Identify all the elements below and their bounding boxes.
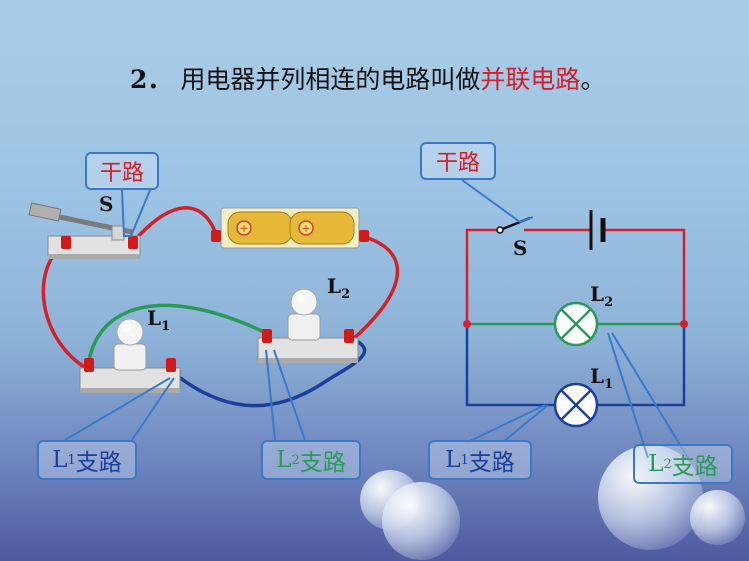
lamp-l1: [79, 318, 181, 393]
junction-left: [463, 320, 471, 328]
title-end: 。: [580, 65, 606, 94]
title-highlight: 并联电路: [480, 65, 581, 94]
page-title: 2．用电器并列相连的电路叫做并联电路。: [130, 60, 605, 96]
l1-branch-text: 支路: [75, 450, 122, 476]
switch-label-right-text: S: [513, 236, 528, 260]
schematic: [465, 210, 686, 407]
lamp-label-l2-left-sub: 2: [341, 287, 351, 302]
title-text: 用电器并列相连的电路叫做: [180, 65, 481, 94]
lamp-label-l1-right: L1: [590, 364, 613, 392]
lamp-l2: [257, 288, 359, 363]
lamp-label-l2-right: L2: [590, 282, 613, 310]
trunk-wire-switch-l1: [41, 240, 87, 370]
right-callout-lines: [461, 179, 689, 459]
l2-branch-text-right: 支路: [671, 454, 718, 480]
l2-letter-right: L: [648, 451, 664, 477]
switch-label-left: S: [99, 192, 113, 216]
trunk-wire-battery-l2: [350, 235, 400, 342]
l1-letter-right: L: [445, 447, 461, 473]
lamp-label-l2-right-sub: 2: [604, 295, 614, 310]
switch-label-left-text: S: [99, 192, 114, 216]
lamp-label-l1-right-letter: L: [590, 364, 605, 388]
l1-letter: L: [52, 447, 68, 473]
l2-sub-right: 2: [663, 456, 672, 472]
lamp-label-l1-left: L1: [147, 306, 170, 334]
callout-trunk-right: 干路: [420, 142, 496, 180]
lamp-label-l1-left-sub: 1: [161, 319, 171, 334]
l2-branch-wire: [86, 303, 271, 369]
background-bubble: [382, 482, 460, 560]
lamp-symbol-l1: [553, 382, 599, 428]
l2-letter: L: [276, 447, 292, 473]
lamp-label-l1-left-letter: L: [147, 306, 162, 330]
background-bubble: [598, 445, 703, 550]
l1-branch-wire: [168, 336, 367, 408]
svg-text:+: +: [301, 222, 310, 235]
l1-branch-text-right: 支路: [468, 450, 515, 476]
callout-trunk-left: 干路: [85, 152, 159, 190]
l2-branch-text: 支路: [299, 450, 346, 476]
svg-text:+: +: [239, 222, 248, 235]
switch-contact: [496, 226, 504, 234]
switch-label-right: S: [513, 236, 527, 260]
junction-right: [680, 320, 688, 328]
lamp-label-l1-right-sub: 1: [604, 377, 614, 392]
lamp-label-l2-left: L2: [327, 274, 350, 302]
trunk-wire-switch-battery: [132, 206, 219, 243]
callout-trunk-right-text: 干路: [435, 151, 480, 176]
callout-trunk-left-text: 干路: [99, 161, 144, 186]
left-callout-lines: [64, 189, 306, 441]
battery-pack: + +: [211, 207, 369, 249]
lamp-label-l2-right-letter: L: [590, 282, 605, 306]
l1-sub: 1: [67, 452, 76, 468]
background-bubble: [690, 490, 745, 545]
l1-sub-right: 1: [460, 452, 469, 468]
lamp-label-l2-left-letter: L: [327, 274, 342, 298]
lamp-symbol-l2: [553, 301, 599, 347]
l2-sub: 2: [291, 452, 300, 468]
title-number: 2．: [130, 65, 173, 94]
